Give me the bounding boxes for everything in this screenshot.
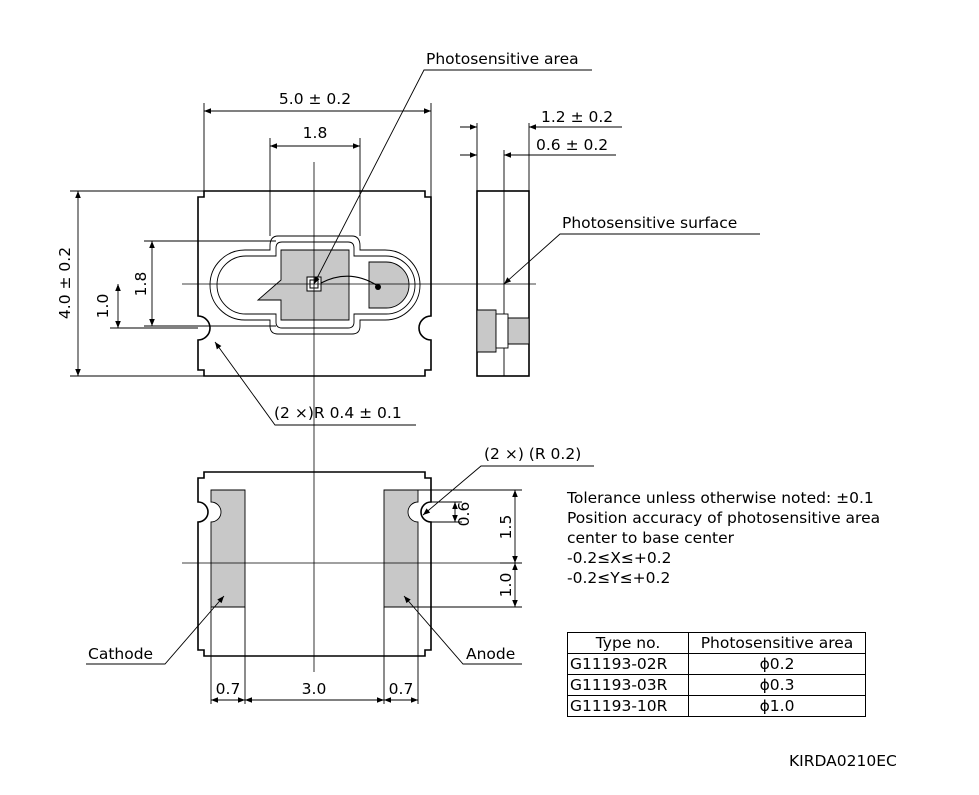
wire-pad (368, 261, 410, 309)
note-line: Tolerance unless otherwise noted: ±0.1 (567, 489, 874, 507)
table-cell: ϕ0.3 (688, 674, 866, 696)
bond-wire (320, 275, 379, 287)
table-cell: ϕ1.0 (688, 695, 866, 717)
dim-pad-notch: 0.6 (455, 502, 473, 527)
table-row: G11193-03R ϕ0.3 (567, 674, 866, 696)
dim-height: 4.0 ± 0.2 (56, 247, 74, 319)
table-cell: G11193-02R (567, 653, 689, 675)
note-line: center to base center (567, 529, 735, 547)
dim-pad-width-left: 0.7 (216, 680, 241, 698)
dim-pad-width-right: 0.7 (389, 680, 414, 698)
dim-window-height: 1.8 (132, 272, 150, 297)
dim-pad-lower: 1.0 (497, 573, 515, 598)
figure-id: KIRDA0210EC (789, 752, 897, 770)
window-frame-inner (216, 241, 416, 329)
anode-pad (383, 489, 419, 608)
table-row: G11193-10R ϕ1.0 (567, 695, 866, 717)
dim-window-width: 1.8 (303, 124, 328, 142)
type-table: Type no. Photosensitive area G11193-02R … (567, 632, 866, 717)
side-pad (476, 309, 497, 353)
side-view: 1.2 ± 0.2 0.6 ± 0.2 Photosensitive surfa… (460, 108, 760, 377)
table-header: Photosensitive area (688, 632, 866, 654)
table-cell: G11193-03R (567, 674, 689, 696)
bottom-view-outline (197, 471, 432, 657)
top-view-outline (197, 190, 432, 377)
table-cell: G11193-10R (567, 695, 689, 717)
table-header: Type no. (567, 632, 689, 654)
dim-notch-offset: 1.0 (94, 294, 112, 319)
note-line: -0.2≤Y≤+0.2 (567, 569, 671, 587)
label-photosensitive-surface: Photosensitive surface (562, 214, 737, 232)
dim-width: 5.0 ± 0.2 (279, 90, 351, 108)
label-photosensitive-area: Photosensitive area (426, 50, 579, 68)
label-anode: Anode (466, 645, 515, 663)
dim-corner-radius: (2 ×)R 0.4 ± 0.1 (274, 404, 402, 422)
window-frame-outer (209, 235, 421, 335)
bottom-view: 0.6 1.5 1.0 (2 ×) (R 0.2) 0.7 3.0 0.7 Ca… (86, 420, 594, 704)
dim-surface-depth: 0.6 ± 0.2 (536, 136, 608, 154)
die-area (256, 249, 350, 321)
table-cell: ϕ0.2 (688, 653, 866, 675)
label-cathode: Cathode (88, 645, 153, 663)
table-row: G11193-02R ϕ0.2 (567, 653, 866, 675)
tolerance-notes: Tolerance unless otherwise noted: ±0.1 P… (567, 488, 967, 588)
top-view: 5.0 ± 0.2 1.8 4.0 ± 0.2 1.8 1.0 (2 ×)R 0… (56, 50, 592, 426)
cathode-pad (210, 489, 246, 608)
dim-pad-upper: 1.5 (497, 515, 515, 540)
dim-thickness: 1.2 ± 0.2 (541, 108, 613, 126)
dim-pad-radius: (2 ×) (R 0.2) (484, 445, 581, 463)
note-line: -0.2≤X≤+0.2 (567, 549, 672, 567)
table-header-row: Type no. Photosensitive area (567, 632, 866, 654)
note-line: Position accuracy of photosensitive area (567, 509, 881, 527)
dim-pad-spacing: 3.0 (302, 680, 327, 698)
